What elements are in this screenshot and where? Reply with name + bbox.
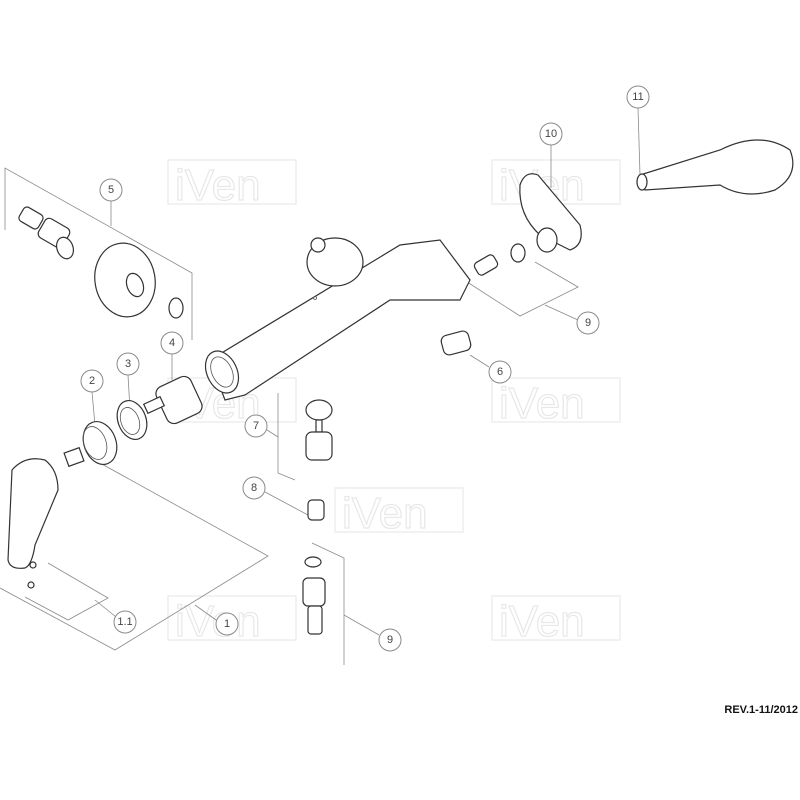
callout-4: 4 xyxy=(160,331,184,355)
part-5-eccentric-connector xyxy=(18,206,75,260)
callout-label: 4 xyxy=(169,337,175,349)
callout-1-1: 1.1 xyxy=(113,610,137,634)
callout-label: 6 xyxy=(497,366,503,378)
part-11-hand-shower xyxy=(636,139,794,195)
part-1-handle xyxy=(7,458,59,589)
callout-label: 1.1 xyxy=(117,616,132,628)
callout-label: 9 xyxy=(585,317,591,329)
callout-label: 3 xyxy=(125,358,131,370)
part-5-wall-flange xyxy=(94,242,184,319)
part-9-shower-connector xyxy=(302,556,326,635)
svg-text:iVen: iVen xyxy=(175,161,261,210)
part-9-hose-nut xyxy=(473,243,526,276)
callout-8: 8 xyxy=(242,476,266,500)
callout-label: 7 xyxy=(253,420,259,432)
callout-1: 1 xyxy=(215,612,239,636)
part-8-insert xyxy=(307,499,325,521)
callout-label: 5 xyxy=(108,184,114,196)
callout-label: 10 xyxy=(545,128,557,140)
callout-label: 1 xyxy=(224,618,230,630)
callout-label: 8 xyxy=(251,482,257,494)
callout-3: 3 xyxy=(116,352,140,376)
callout-label: 2 xyxy=(89,375,95,387)
watermark: iVen xyxy=(491,595,621,647)
callout-6: 6 xyxy=(488,360,512,384)
svg-text:iVen: iVen xyxy=(499,597,585,646)
leader-lines xyxy=(0,107,641,665)
part-4-cartridge xyxy=(142,375,203,425)
watermark: iVen xyxy=(491,377,621,429)
callout-7: 7 xyxy=(244,414,268,438)
callout-10: 10 xyxy=(539,122,563,146)
callout-label: 9 xyxy=(387,634,393,646)
part-2-cover xyxy=(63,421,118,468)
part-7-diverter xyxy=(305,399,333,461)
svg-text:iVen: iVen xyxy=(342,489,428,538)
watermark: iVen xyxy=(167,159,297,211)
callout-label: 11 xyxy=(632,91,643,103)
watermark: iVen xyxy=(334,487,464,539)
revision-label: REV.1-11/2012 xyxy=(724,704,798,716)
part-3-ring-nut xyxy=(116,400,148,440)
part-10-holder xyxy=(519,173,582,253)
callout-5: 5 xyxy=(99,178,123,202)
part-body xyxy=(204,237,471,401)
callout-9-lower: 9 xyxy=(378,628,402,652)
callout-11: 11 xyxy=(626,85,650,109)
callout-2: 2 xyxy=(80,369,104,393)
part-6-aerator xyxy=(440,330,472,356)
svg-text:iVen: iVen xyxy=(499,379,585,428)
callout-9-upper: 9 xyxy=(576,311,600,335)
